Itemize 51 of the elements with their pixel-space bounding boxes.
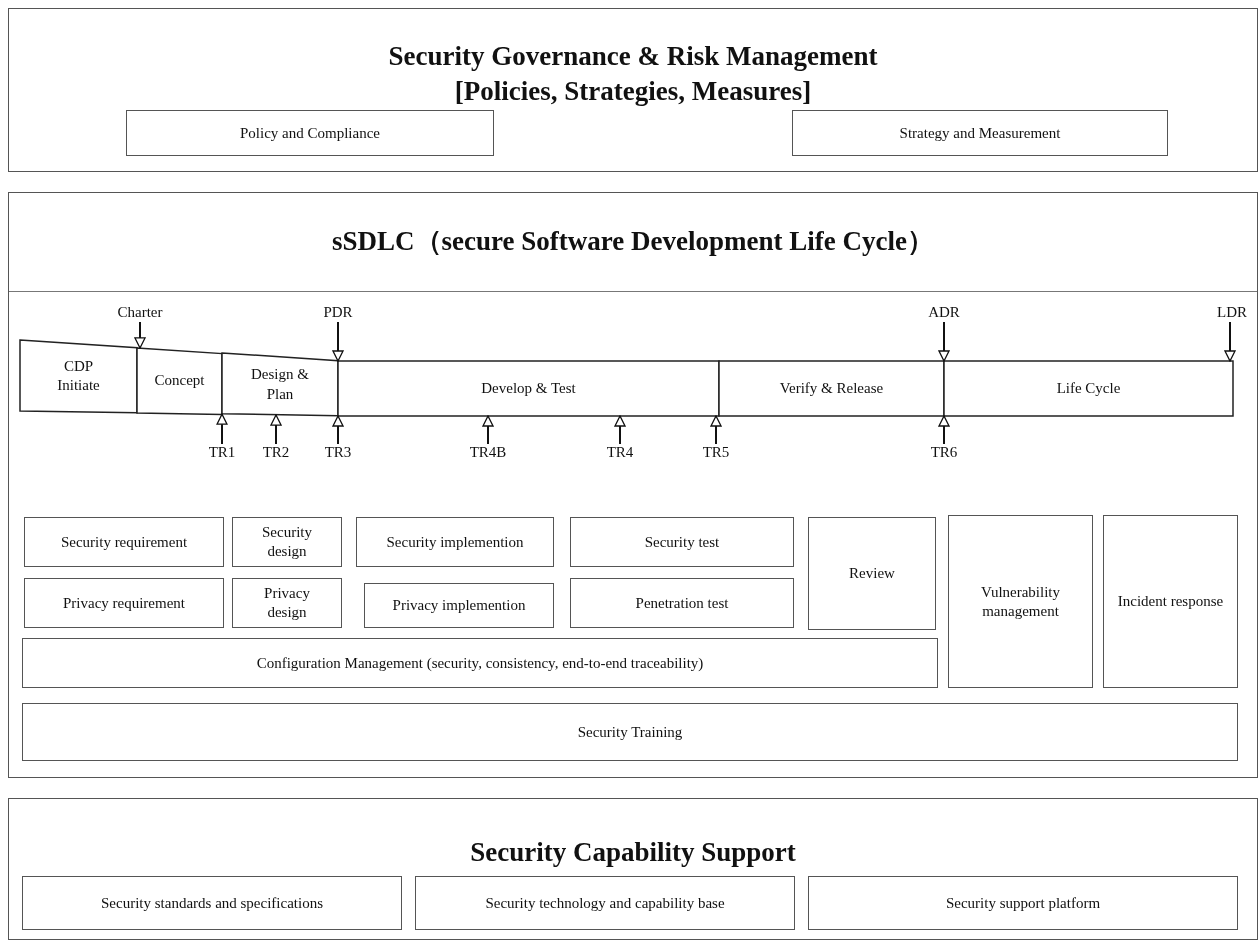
milestone-label: PDR: [313, 304, 363, 322]
milestone-arrow: [134, 321, 146, 349]
activity-box: Configuration Management (security, consistency, end-to-end traceability): [22, 638, 938, 688]
milestone-arrow: [614, 415, 626, 445]
section-title: Security Capability Support: [470, 836, 796, 869]
activity-box: Penetration test: [570, 578, 794, 628]
milestone-arrow: [270, 414, 282, 445]
section-title: sSDLC（secure Software Development Life Cycle）: [332, 225, 934, 259]
milestone-arrow: [938, 415, 950, 445]
activity-box: Vulnerability management: [948, 515, 1093, 688]
layer-panel: [8, 192, 1258, 778]
activity-box: Security technology and capability base: [415, 876, 795, 930]
phase-segment: CDP Initiate: [20, 340, 137, 413]
milestone-arrow: [216, 413, 228, 445]
milestone-label: TR4B: [463, 444, 513, 462]
milestone-label: LDR: [1207, 304, 1257, 322]
phase-segment: Life Cycle: [944, 361, 1233, 416]
activity-box: Review: [808, 517, 936, 630]
layer-panel: [8, 798, 1258, 940]
phase-segment: Concept: [137, 347, 222, 415]
milestone-label: TR4: [595, 444, 645, 462]
activity-box: Security Training: [22, 703, 1238, 761]
activity-box: Security test: [570, 517, 794, 567]
milestone-arrow: [332, 415, 344, 445]
milestone-arrow: [1224, 321, 1236, 362]
milestone-label: TR1: [197, 444, 247, 462]
activity-box: Incident response: [1103, 515, 1238, 688]
milestone-label: ADR: [919, 304, 969, 322]
phase-segment: Design & Plan: [222, 353, 338, 416]
milestone-arrow: [482, 415, 494, 445]
activity-box: Security support platform: [808, 876, 1238, 930]
milestone-label: TR2: [251, 444, 301, 462]
milestone-label: TR3: [313, 444, 363, 462]
activity-box: Security design: [232, 517, 342, 567]
activity-box: Privacy design: [232, 578, 342, 628]
activity-box: Strategy and Measurement: [792, 110, 1168, 156]
milestone-arrow: [938, 321, 950, 362]
layer-panel: [8, 8, 1258, 172]
milestone-arrow: [332, 321, 344, 362]
phase-segment: Verify & Release: [719, 361, 944, 416]
activity-box: Privacy requirement: [24, 578, 224, 628]
milestone-label: Charter: [105, 304, 175, 322]
activity-box: Security implemention: [356, 517, 554, 567]
activity-box: Privacy implemention: [364, 583, 554, 628]
activity-box: Security standards and specifications: [22, 876, 402, 930]
activity-box: Security requirement: [24, 517, 224, 567]
activity-box: Policy and Compliance: [126, 110, 494, 156]
milestone-arrow: [710, 415, 722, 445]
milestone-label: TR5: [691, 444, 741, 462]
section-title: Security Governance & Risk Management [Policies, Strategies, Measures]: [387, 40, 879, 109]
milestone-label: TR6: [919, 444, 969, 462]
